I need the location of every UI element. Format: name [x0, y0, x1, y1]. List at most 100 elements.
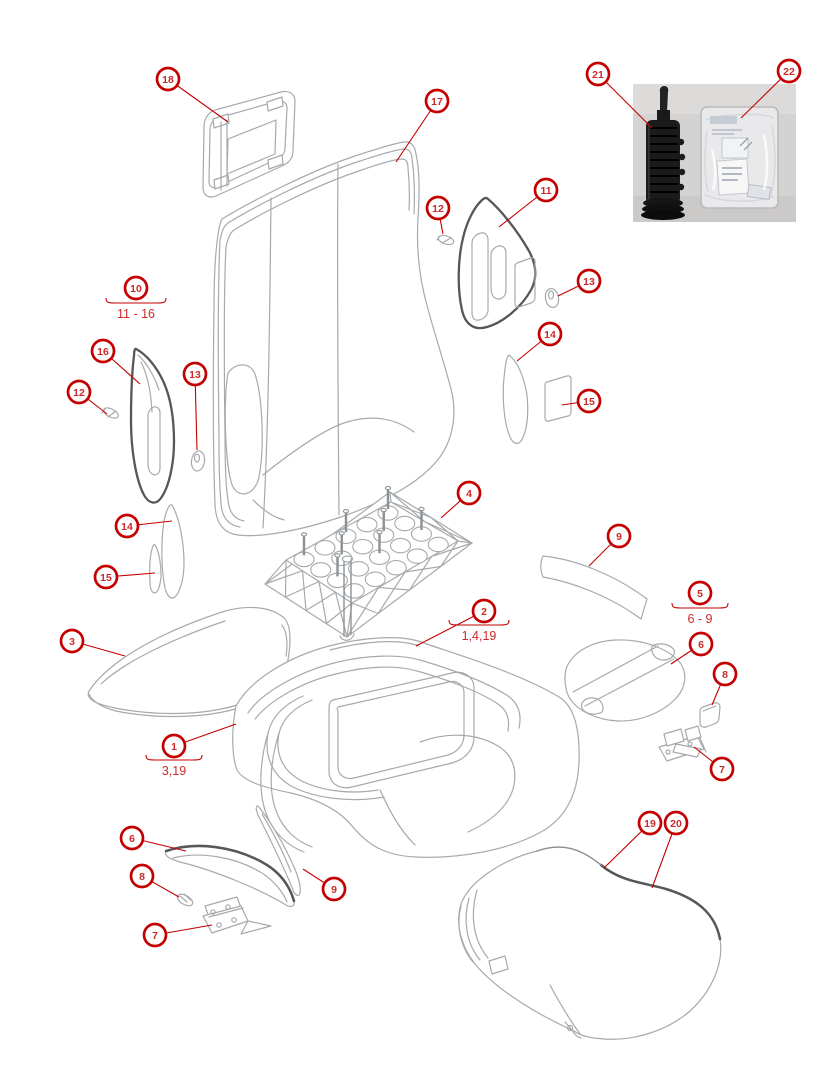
- callout-number: 14: [121, 521, 133, 533]
- callout-number: 22: [783, 66, 795, 78]
- callout-number: 17: [431, 96, 443, 108]
- leader-line: [194, 373, 198, 451]
- callout-number: 12: [432, 203, 444, 215]
- callout-number: 6: [698, 639, 704, 651]
- callout-circle: [182, 361, 208, 387]
- callout-number: 13: [189, 369, 201, 381]
- callout-circle: [606, 523, 632, 549]
- callout-number: 4: [466, 488, 472, 500]
- callout-number: 2: [481, 606, 487, 618]
- side-bolster-pad-left: [129, 347, 176, 504]
- callout-circle: [712, 661, 738, 687]
- callout-6: 6: [670, 631, 714, 665]
- callout-circle: [59, 628, 85, 654]
- screw-left: [101, 407, 119, 419]
- callout-16: 16: [90, 338, 141, 385]
- bolster-trim-left: [164, 844, 296, 908]
- felt-strip-right-15: [544, 375, 572, 422]
- callout-circle: [93, 564, 119, 590]
- callout-circle: [90, 338, 116, 364]
- callout-number: 16: [97, 346, 109, 358]
- callout-circle: [637, 810, 663, 836]
- callout-circle: [66, 379, 92, 405]
- callout-number: 20: [670, 818, 682, 830]
- reference-photo: [633, 84, 796, 222]
- callout-15: 15: [561, 388, 602, 414]
- lumbar-cell-grid: [293, 485, 449, 599]
- callout-5: 6 - 9 5: [671, 580, 729, 626]
- callout-number: 18: [162, 74, 174, 86]
- callout-number: 15: [100, 572, 112, 584]
- callout-sublabel: 1,4,19: [462, 629, 497, 643]
- callout-number: 7: [152, 930, 158, 942]
- callout-number: 14: [544, 329, 556, 341]
- callout-circle: [537, 321, 563, 347]
- callout-circle: [129, 863, 155, 889]
- callout-circle: [142, 922, 168, 948]
- callout-number: 15: [583, 396, 595, 408]
- callout-2: 1,4,19 2: [415, 598, 510, 647]
- callout-number: 5: [697, 588, 703, 600]
- callout-circle: [471, 598, 497, 624]
- callout-number: 6: [129, 833, 135, 845]
- callout-circle: [123, 275, 149, 301]
- callout-3: 3: [59, 628, 126, 657]
- callout-circle: [321, 876, 347, 902]
- callout-9: 9: [302, 868, 347, 902]
- seat-cushion-foam: [232, 637, 580, 858]
- callout-circle: [709, 756, 735, 782]
- callout-circle: [456, 480, 482, 506]
- callout-circle: [424, 88, 450, 114]
- felt-strip-left-15: [149, 544, 162, 594]
- callout-22: 22: [740, 58, 802, 119]
- side-bolster-pad-right: [457, 196, 537, 330]
- grommet-right: [544, 287, 560, 309]
- headrest-guide-bracket: [202, 90, 296, 198]
- leader-line: [597, 73, 653, 129]
- mounting-bracket-right: [658, 725, 707, 762]
- range-bracket: [671, 602, 729, 609]
- pump-tool-photo: [641, 86, 686, 220]
- callout-18: 18: [155, 66, 229, 123]
- range-bracket: [105, 297, 167, 304]
- callout-4: 4: [440, 480, 482, 519]
- callout-circle: [576, 268, 602, 294]
- callout-8: 8: [129, 863, 180, 898]
- callout-sublabel: 11 - 16: [117, 307, 155, 321]
- screw-bottom-left: [176, 893, 194, 907]
- callout-number: 11: [540, 185, 551, 197]
- callout-15: 15: [93, 564, 156, 590]
- callout-19: 19: [603, 810, 663, 869]
- callout-sublabel: 6 - 9: [687, 612, 712, 626]
- callout-17: 17: [395, 88, 450, 163]
- callout-circle: [688, 631, 714, 657]
- callout-circle: [687, 580, 713, 606]
- trim-strip-bottom-left: [255, 805, 301, 896]
- callout-circle: [161, 733, 187, 759]
- callout-circle: [576, 388, 602, 414]
- callout-9: 9: [588, 523, 632, 567]
- bolster-pad-right: [564, 639, 686, 722]
- callout-number: 9: [616, 531, 622, 543]
- callout-1: 3,191: [145, 723, 237, 778]
- trim-strip-right: [540, 555, 648, 620]
- callout-13: 13: [557, 268, 602, 297]
- callout-12: 12: [66, 379, 108, 415]
- callout-number: 12: [73, 387, 85, 399]
- callout-circle: [533, 177, 559, 203]
- callout-20: 20: [651, 810, 689, 889]
- callout-7: 7: [142, 922, 213, 948]
- callout-14: 14: [516, 321, 563, 362]
- callout-circle: [119, 825, 145, 851]
- callout-circle: [155, 66, 181, 92]
- grommet-left: [190, 450, 206, 472]
- felt-strip-right-14: [502, 354, 529, 444]
- felt-strip-left-14: [161, 504, 185, 599]
- mounting-bracket-left: [202, 896, 272, 935]
- range-bracket: [145, 754, 203, 761]
- backrest-frame-pad: [212, 141, 455, 537]
- callout-circle: [114, 513, 140, 539]
